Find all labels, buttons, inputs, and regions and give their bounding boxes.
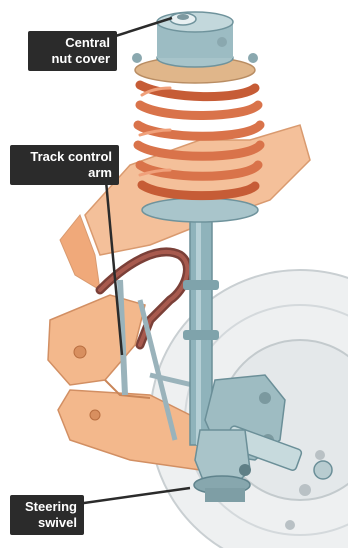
central-nut-cover-label: Central nut cover <box>28 31 117 71</box>
top-mount <box>132 12 258 83</box>
track-control-arm-label: Track control arm <box>10 145 119 185</box>
central-nut-cover <box>170 13 196 25</box>
lower-spring-seat <box>142 198 258 222</box>
steering-swivel-label: Steering swivel <box>10 495 84 535</box>
